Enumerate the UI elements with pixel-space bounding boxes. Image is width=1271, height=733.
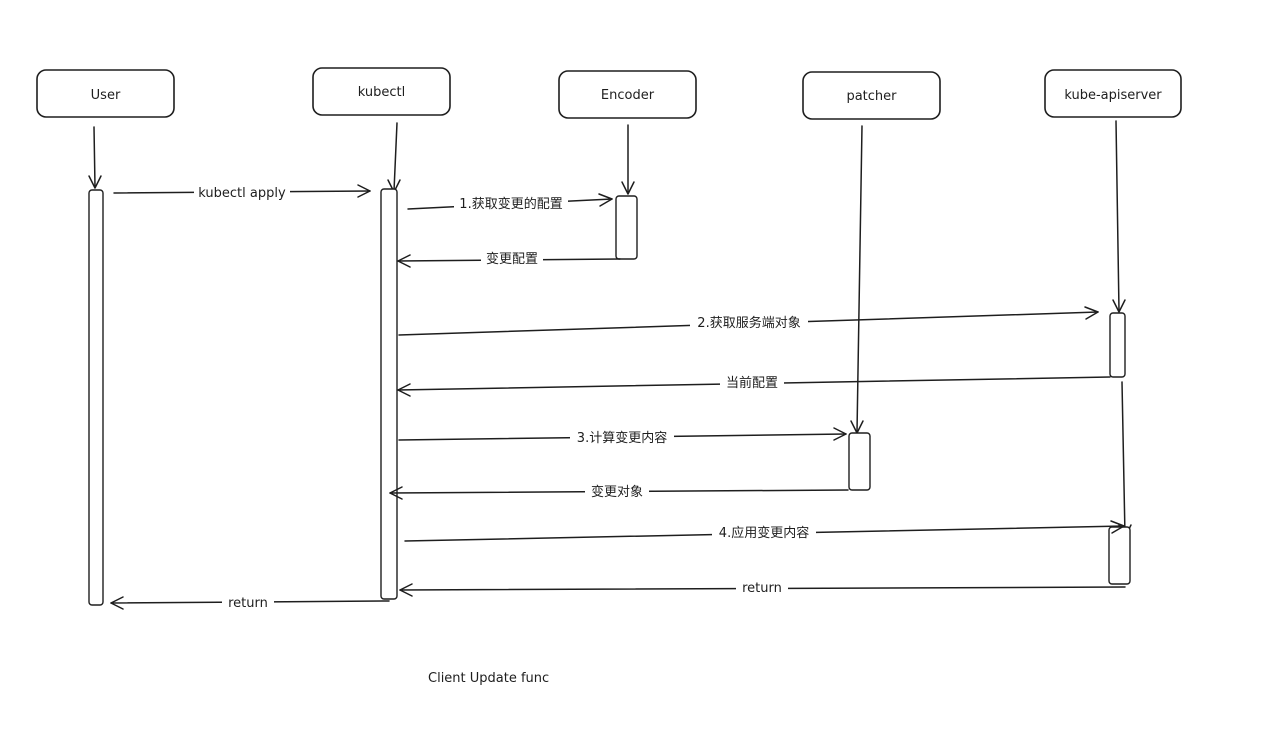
message-current-config-return: 当前配置 bbox=[397, 373, 1111, 397]
message-compute-changes: 3.计算变更内容 bbox=[398, 427, 847, 446]
message-label: return bbox=[742, 581, 782, 596]
participant-label: kube-apiserver bbox=[1064, 88, 1162, 103]
activation-user bbox=[88, 189, 104, 606]
message-label: 变更配置 bbox=[486, 251, 538, 267]
lifeline-apiserver bbox=[1112, 120, 1126, 313]
diagram-caption: Client Update func bbox=[428, 671, 549, 686]
participant-label: User bbox=[91, 88, 121, 103]
message-label: 2.获取服务端对象 bbox=[697, 315, 800, 331]
participant-apiserver[interactable]: kube-apiserver bbox=[1044, 69, 1182, 118]
lifeline-kubectl bbox=[387, 122, 401, 193]
lifeline-apiserver-lower bbox=[1118, 381, 1132, 538]
participant-label: kubectl bbox=[358, 85, 405, 100]
message-return-apiserver: return bbox=[399, 579, 1126, 597]
message-get-server-object: 2.获取服务端对象 bbox=[398, 306, 1099, 336]
message-label: 1.获取变更的配置 bbox=[459, 196, 562, 212]
participant-kubectl[interactable]: kubectl bbox=[312, 67, 451, 116]
participant-label: Encoder bbox=[601, 88, 655, 103]
message-kubectl-apply: kubectl apply bbox=[113, 183, 371, 201]
lifeline-patcher bbox=[850, 125, 864, 434]
message-label: 4.应用变更内容 bbox=[719, 525, 809, 541]
participant-encoder[interactable]: Encoder bbox=[558, 70, 697, 119]
participant-label: patcher bbox=[846, 89, 897, 104]
message-label: 3.计算变更内容 bbox=[577, 430, 667, 446]
lifeline-user bbox=[88, 126, 102, 189]
message-changed-config-return: 变更配置 bbox=[397, 250, 621, 268]
activation-encoder bbox=[615, 195, 638, 260]
message-label: 当前配置 bbox=[726, 375, 778, 391]
activation-apiserver-2 bbox=[1108, 526, 1131, 585]
message-apply-changes: 4.应用变更内容 bbox=[404, 520, 1125, 542]
participant-user[interactable]: User bbox=[36, 69, 175, 118]
message-label: kubectl apply bbox=[198, 186, 286, 201]
message-label: 变更对象 bbox=[591, 484, 643, 500]
activation-kubectl bbox=[380, 188, 398, 600]
activation-apiserver-1 bbox=[1109, 312, 1126, 378]
participant-patcher[interactable]: patcher bbox=[802, 71, 941, 120]
activation-patcher bbox=[848, 432, 871, 491]
message-label: return bbox=[228, 596, 268, 611]
message-return-user: return bbox=[110, 594, 390, 612]
message-get-changed-config: 1.获取变更的配置 bbox=[407, 193, 613, 212]
lifeline-encoder bbox=[621, 124, 635, 195]
message-changed-object-return: 变更对象 bbox=[389, 482, 849, 500]
